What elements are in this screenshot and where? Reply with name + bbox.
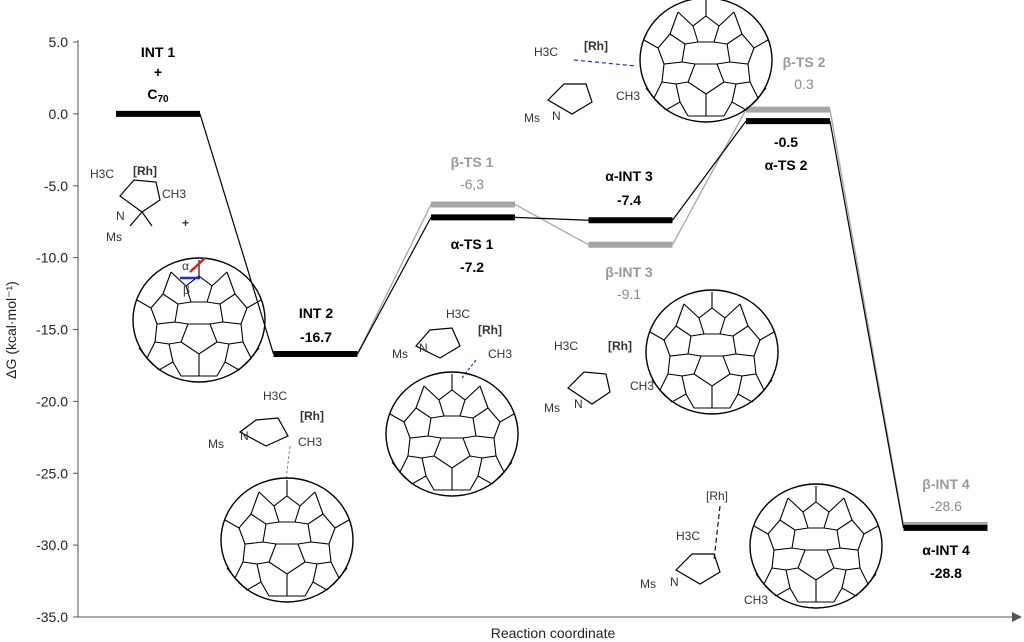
int1-rh-complex-structure: H3C [Rh] CH3 N Ms +	[90, 164, 189, 244]
beta-connector	[514, 203, 589, 246]
alpha-connector	[514, 216, 589, 221]
int3-structure: H3C [Rh] CH3 N Ms	[544, 339, 654, 415]
svg-text:CH3: CH3	[298, 435, 322, 449]
svg-text:N: N	[419, 341, 428, 355]
svg-text:CH3: CH3	[630, 379, 654, 393]
svg-text:N: N	[552, 109, 561, 123]
c70-fullerene-ts1	[385, 371, 519, 497]
svg-text:H3C: H3C	[90, 167, 114, 181]
energy-levels	[116, 106, 988, 531]
y-tick-label: -5.0	[44, 178, 68, 194]
alpha-connector	[829, 120, 905, 528]
ts1-structure: H3C [Rh] CH3 N Ms	[392, 307, 512, 379]
label-bts1-name: β-TS 1	[451, 154, 494, 170]
svg-text:N: N	[240, 429, 249, 443]
svg-text:+: +	[182, 216, 189, 230]
label-ats1-name: α-TS 1	[451, 236, 494, 252]
svg-text:[Rh]: [Rh]	[300, 409, 324, 423]
svg-text:Ms: Ms	[106, 230, 122, 244]
y-tick-label: -30.0	[36, 537, 68, 553]
y-axis-title: ΔG (kcal·mol⁻¹)	[3, 281, 19, 379]
label-int2-name: INT 2	[299, 305, 333, 321]
svg-text:CH3: CH3	[162, 187, 186, 201]
svg-text:N: N	[116, 209, 125, 223]
svg-text:Ms: Ms	[392, 347, 408, 361]
svg-text:H3C: H3C	[534, 45, 558, 59]
label-aint3-value: -7.4	[617, 192, 641, 208]
beta-connector	[829, 109, 905, 526]
label-int1-name: INT 1	[141, 44, 175, 60]
x-axis-arrow	[1012, 612, 1022, 622]
y-ticks: 5.0 0.0 -5.0 -10.0 -15.0 -20.0 -25.0 -30.0 -35.0	[36, 34, 78, 625]
svg-text:N: N	[574, 397, 583, 411]
y-tick-label: -25.0	[36, 465, 68, 481]
svg-text:CH3: CH3	[616, 89, 640, 103]
label-ats2-value: -0.5	[774, 134, 798, 150]
y-tick-label: -20.0	[36, 393, 68, 409]
svg-text:H3C: H3C	[676, 529, 700, 543]
c70-fullerene-int2	[220, 477, 354, 603]
svg-text:[Rh]: [Rh]	[133, 164, 157, 178]
int2-structure: H3C [Rh] CH3 N Ms	[208, 389, 324, 481]
x-axis-title: Reaction coordinate	[491, 625, 616, 641]
c70-fullerene-int1	[132, 257, 266, 383]
alpha-connector	[672, 120, 747, 221]
label-ats2-name: α-TS 2	[765, 157, 808, 173]
svg-text:[Rh]: [Rh]	[584, 39, 608, 53]
label-aint4-name: α-INT 4	[922, 542, 970, 558]
beta-bond-label: β	[183, 283, 190, 297]
label-bts2-name: β-TS 2	[783, 54, 826, 70]
beta-connector	[356, 204, 432, 355]
svg-text:H3C: H3C	[554, 339, 578, 353]
c70-fullerene-int3	[645, 289, 779, 415]
c70-fullerene-ts2	[639, 0, 773, 123]
svg-text:Ms: Ms	[208, 437, 224, 451]
svg-text:[Rh]: [Rh]	[608, 339, 632, 353]
pathway-connectors	[199, 109, 905, 528]
svg-text:CH3: CH3	[488, 347, 512, 361]
c70-fullerene-int4	[749, 483, 883, 609]
svg-text:Ms: Ms	[544, 401, 560, 415]
label-bint3-name: β-INT 3	[605, 264, 653, 280]
label-bint3-value: -9.1	[617, 286, 641, 302]
y-tick-label: -10.0	[36, 250, 68, 266]
y-tick-label: -35.0	[36, 609, 68, 625]
svg-text:N: N	[670, 575, 679, 589]
svg-text:[Rh]: [Rh]	[478, 323, 502, 337]
label-aint4-value: -28.8	[930, 565, 962, 581]
label-bint4-value: -28.6	[930, 498, 962, 514]
alpha-bond-marker	[189, 257, 206, 273]
y-tick-label: -15.0	[36, 322, 68, 338]
label-int1-plus: +	[154, 64, 162, 80]
ts2-structure: H3C [Rh] CH3 N Ms	[524, 39, 640, 125]
svg-text:CH3: CH3	[744, 593, 768, 607]
label-bts2-value: 0.3	[794, 76, 814, 92]
svg-text:Ms: Ms	[524, 111, 540, 125]
int4-structure: [Rh] H3C CH3 N Ms	[640, 489, 768, 607]
alpha-connector	[199, 113, 275, 355]
label-aint3-name: α-INT 3	[605, 168, 653, 184]
alpha-bond-label: α	[182, 259, 189, 273]
svg-text:Ms: Ms	[640, 577, 656, 591]
label-bint4-name: β-INT 4	[922, 476, 970, 492]
y-tick-label: 0.0	[49, 106, 69, 122]
beta-connector	[671, 109, 747, 245]
label-bts1-value: -6,3	[460, 176, 484, 192]
label-int1-c70: C70	[147, 86, 169, 105]
svg-text:H3C: H3C	[263, 389, 287, 403]
label-int2-value: -16.7	[300, 329, 332, 345]
label-ats1-value: -7.2	[460, 259, 484, 275]
svg-text:[Rh]: [Rh]	[706, 489, 728, 503]
svg-text:H3C: H3C	[446, 307, 470, 321]
y-tick-label: 5.0	[49, 34, 69, 50]
alpha-connector	[356, 217, 432, 355]
